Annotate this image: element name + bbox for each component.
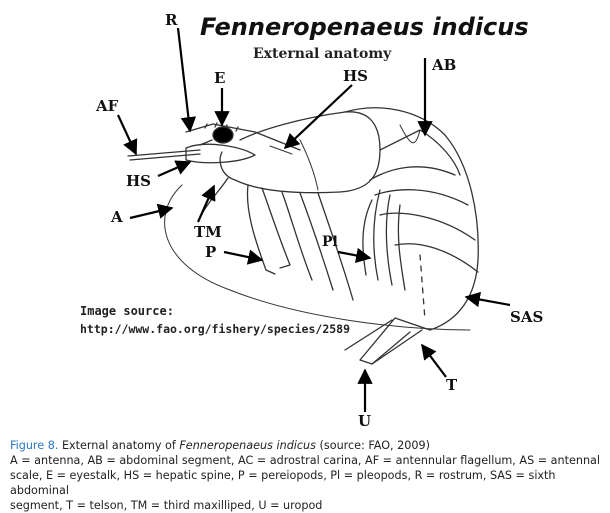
figure-number: Figure 8. [10,439,59,452]
label-E: E [214,69,225,87]
arrow-SAS [464,291,511,308]
label-SAS: SAS [510,308,543,326]
label-arrows [117,27,511,412]
caption-text-after: (source: FAO, 2009) [315,439,430,452]
rostrum [185,123,301,151]
arrow-P [223,249,264,265]
label-AB: AB [431,56,456,74]
arrow-TM [196,184,216,223]
arrow-HS-left [157,160,192,178]
label-AF: AF [95,97,119,115]
carapace [219,111,381,194]
antennal-scale [185,143,256,164]
caption-line-4: segment, T = telson, TM = third maxillip… [10,499,323,512]
caption-text-before: External anatomy of [58,439,180,452]
arrow-T [421,343,447,378]
third-maxilliped [202,177,229,213]
arrow-HS-top [283,84,353,150]
pereiopods [246,184,354,301]
label-TM: TM [194,223,222,241]
part-labels: R E HS AB AF HS A TM P Pl SAS T U [95,11,543,430]
arrow-R [176,27,197,133]
caption-line-3: scale, E = eyestalk, HS = hepatic spine,… [10,469,556,497]
label-U: U [358,412,371,430]
image-source-url: http://www.fao.org/fishery/species/2589 [80,322,350,336]
figure-caption: Figure 8. External anatomy of Fenneropen… [10,438,602,513]
label-HS-top: HS [343,67,368,85]
shrimp-anatomy-diagram: Fenneropenaeus indicus External anatomy [80,11,543,430]
image-source-label: Image source: [80,304,174,318]
caption-line-1: Figure 8. External anatomy of Fenneropen… [10,438,602,453]
diagram-title: Fenneropenaeus indicus [200,13,529,41]
label-Pl: Pl [322,234,338,250]
label-HS-left: HS [126,172,151,190]
arrow-AF [117,114,138,156]
caption-species: Fenneropenaeus indicus [179,439,316,452]
label-T: T [446,376,458,394]
label-A: A [110,208,123,226]
label-P: P [205,243,216,261]
caption-line-2: A = antenna, AB = abdominal segment, AC … [10,454,601,467]
pleopods [362,189,406,291]
telson [359,317,431,365]
arrow-A [129,203,174,220]
diagram-subtitle: External anatomy [253,46,392,62]
arrow-Pl [337,247,372,264]
eye [212,126,234,144]
antenna-flagellum [164,184,471,331]
label-R: R [165,11,178,29]
